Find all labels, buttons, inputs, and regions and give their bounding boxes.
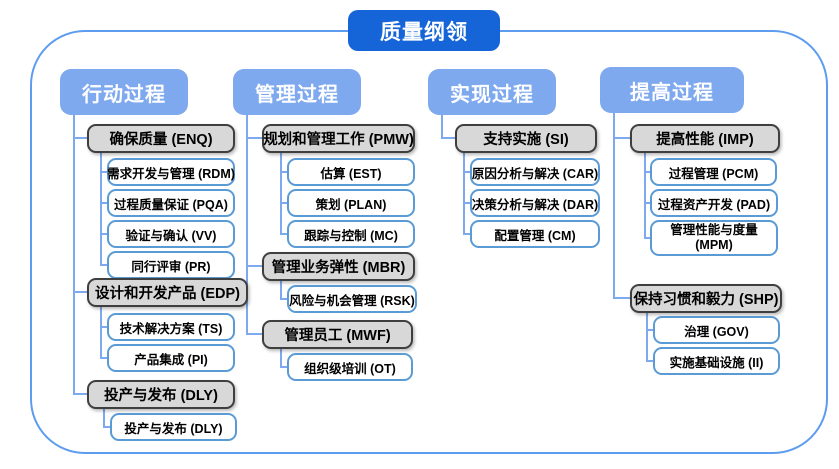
node-imp: 提高性能 (IMP) — [630, 124, 780, 153]
node-gov: 治理 (GOV) — [653, 316, 780, 344]
node-rsk: 风险与机会管理 (RSK) — [287, 285, 417, 313]
node-est: 估算 (EST) — [287, 158, 415, 186]
node-vv: 验证与确认 (VV) — [107, 220, 235, 248]
node-mwf: 管理员工 (MWF) — [262, 320, 413, 349]
node-rdm: 需求开发与管理 (RDM) — [107, 158, 235, 186]
node-mbr: 管理业务弹性 (MBR) — [262, 252, 415, 281]
node-ii: 实施基础设施 (II) — [653, 347, 780, 375]
column-header-improvement: 提高过程 — [600, 67, 744, 113]
node-mc: 跟踪与控制 (MC) — [287, 220, 415, 248]
node-dly-child: 投产与发布 (DLY) — [110, 413, 237, 441]
node-mpm: 管理性能与度量 (MPM) — [650, 220, 778, 256]
node-pcm: 过程管理 (PCM) — [650, 158, 777, 186]
node-dar: 决策分析与解决 (DAR) — [470, 189, 600, 217]
node-plan: 策划 (PLAN) — [287, 189, 415, 217]
node-pi: 产品集成 (PI) — [107, 344, 235, 372]
column-header-management: 管理过程 — [233, 69, 361, 115]
node-ot: 组织级培训 (OT) — [287, 353, 413, 381]
node-pmw: 规划和管理工作 (PMW) — [262, 124, 415, 153]
node-enq: 确保质量 (ENQ) — [87, 124, 235, 153]
column-header-action: 行动过程 — [60, 69, 188, 115]
node-shp: 保持习惯和毅力 (SHP) — [630, 284, 782, 313]
node-dly: 投产与发布 (DLY) — [87, 380, 235, 409]
node-edp: 设计和开发产品 (EDP) — [87, 278, 248, 307]
column-header-implementation: 实现过程 — [428, 69, 556, 115]
node-ts: 技术解决方案 (TS) — [107, 313, 235, 341]
diagram-title: 质量纲领 — [348, 10, 500, 51]
node-si: 支持实施 (SI) — [455, 124, 597, 153]
node-pqa: 过程质量保证 (PQA) — [107, 189, 235, 217]
node-car: 原因分析与解决 (CAR) — [470, 158, 600, 186]
node-pad: 过程资产开发 (PAD) — [650, 189, 778, 217]
node-pr: 同行评审 (PR) — [107, 251, 235, 279]
node-cm: 配置管理 (CM) — [470, 220, 600, 248]
